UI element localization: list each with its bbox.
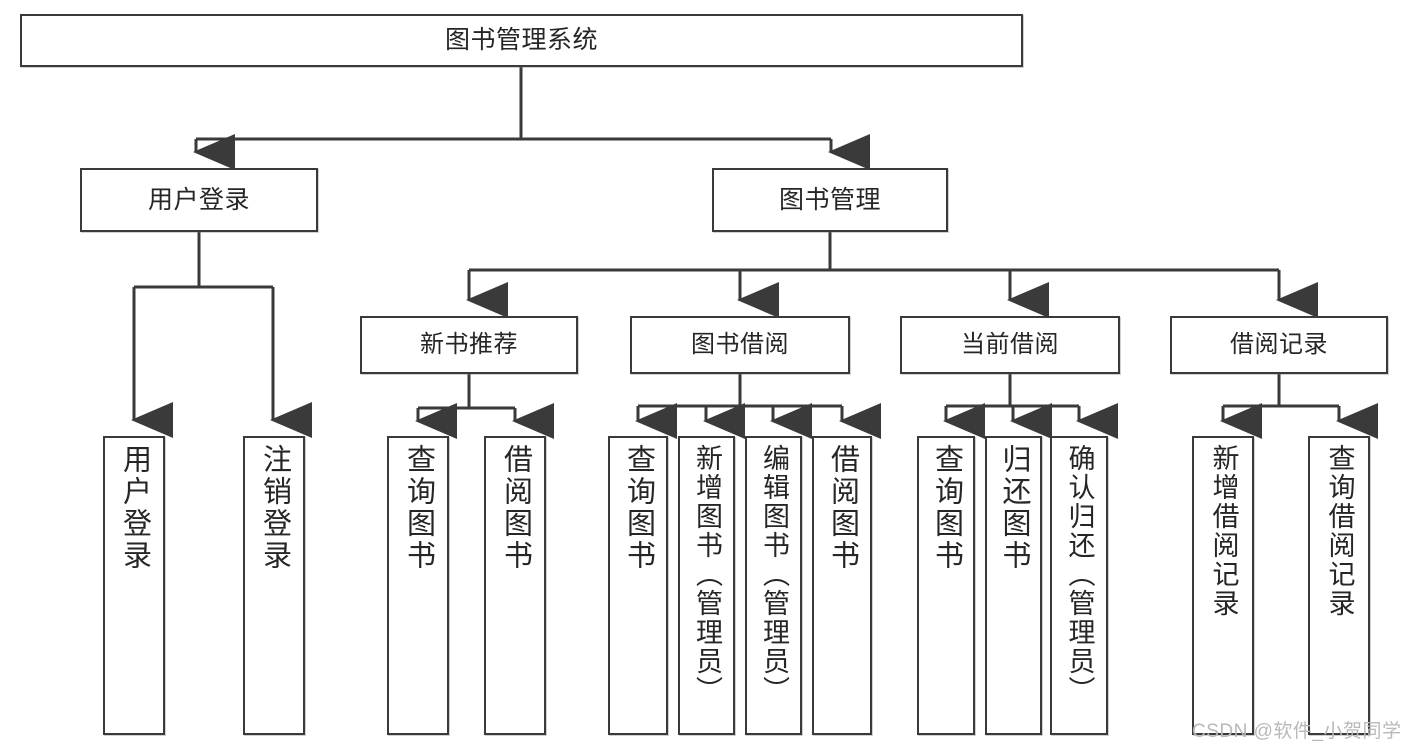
leaf-lend-book[interactable]: 借阅图书 (812, 436, 872, 735)
node-borrow-record[interactable]: 借阅记录 (1170, 316, 1388, 374)
leaf-add-book-admin[interactable]: 新增图书（管理员） (678, 436, 735, 735)
leaf-add-borrow-record-label: 新增借阅记录 (1208, 444, 1239, 618)
leaf-user-login[interactable]: 用户登录 (103, 436, 165, 735)
leaf-query-book-current-label: 查询图书 (930, 444, 963, 572)
leaf-add-borrow-record[interactable]: 新增借阅记录 (1192, 436, 1254, 735)
leaf-query-book-recommend[interactable]: 查询图书 (387, 436, 449, 735)
leaf-query-borrow-record[interactable]: 查询借阅记录 (1308, 436, 1370, 735)
node-root[interactable]: 图书管理系统 (20, 14, 1023, 67)
leaf-user-login-label: 用户登录 (118, 444, 151, 572)
node-book-borrow-label: 图书借阅 (691, 331, 789, 359)
node-user-login[interactable]: 用户登录 (80, 168, 318, 232)
node-new-book-recommend[interactable]: 新书推荐 (360, 316, 578, 374)
csdn-watermark: CSDN @软件_小贺同学 (1192, 721, 1402, 742)
node-book-management[interactable]: 图书管理 (712, 168, 948, 232)
node-current-borrow-label: 当前借阅 (961, 331, 1059, 359)
leaf-return-book[interactable]: 归还图书 (985, 436, 1042, 735)
leaf-confirm-return-admin-label: 确认归还（管理员） (1064, 444, 1095, 705)
node-book-management-label: 图书管理 (778, 185, 881, 214)
node-borrow-record-label: 借阅记录 (1230, 331, 1328, 359)
leaf-borrow-book-recommend-label: 借阅图书 (499, 444, 532, 572)
leaf-query-borrow-record-label: 查询借阅记录 (1324, 444, 1355, 618)
leaf-logout[interactable]: 注销登录 (243, 436, 305, 735)
node-root-label: 图书管理系统 (444, 26, 598, 55)
leaf-lend-book-label: 借阅图书 (826, 444, 859, 572)
leaf-query-book-recommend-label: 查询图书 (402, 444, 435, 572)
leaf-query-book-borrow-label: 查询图书 (622, 444, 655, 572)
node-current-borrow[interactable]: 当前借阅 (900, 316, 1120, 374)
leaf-confirm-return-admin[interactable]: 确认归还（管理员） (1050, 436, 1108, 735)
leaf-logout-label: 注销登录 (258, 444, 291, 572)
leaf-edit-book-admin[interactable]: 编辑图书（管理员） (745, 436, 802, 735)
leaf-add-book-admin-label: 新增图书（管理员） (692, 444, 722, 705)
leaf-query-book-current[interactable]: 查询图书 (917, 436, 975, 735)
leaf-query-book-borrow[interactable]: 查询图书 (608, 436, 668, 735)
leaf-borrow-book-recommend[interactable]: 借阅图书 (484, 436, 546, 735)
leaf-return-book-label: 归还图书 (998, 444, 1030, 572)
leaf-edit-book-admin-label: 编辑图书（管理员） (759, 444, 789, 705)
node-user-login-label: 用户登录 (147, 185, 250, 214)
node-book-borrow[interactable]: 图书借阅 (630, 316, 850, 374)
node-new-book-recommend-label: 新书推荐 (420, 331, 518, 359)
